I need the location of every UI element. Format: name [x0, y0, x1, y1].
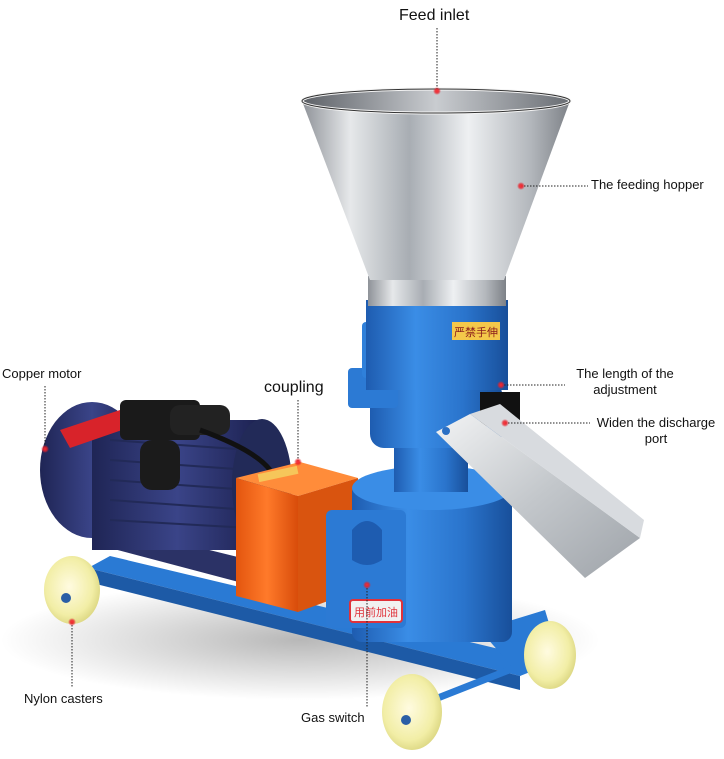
label-feeding-hopper: The feeding hopper — [591, 177, 704, 192]
label-length-adjustment-line2: adjustment — [593, 382, 657, 398]
oil-warning-decal — [349, 599, 403, 623]
label-length-adjustment: The length of the adjustment — [570, 366, 680, 399]
nylon-casters — [44, 556, 576, 750]
label-discharge-port-line1: Widen the discharge — [596, 415, 716, 430]
label-length-adjustment-line1: The length of the — [576, 366, 674, 381]
pellet-mill-body: 用前加油 严禁手伸 — [326, 300, 520, 642]
label-nylon-casters: Nylon casters — [24, 691, 103, 706]
svg-text:严禁手伸: 严禁手伸 — [454, 325, 498, 339]
label-coupling: coupling — [264, 379, 324, 396]
callout-lines — [44, 28, 590, 708]
label-feed-inlet: Feed inlet — [399, 7, 470, 24]
svg-text:用前加油: 用前加油 — [354, 605, 398, 619]
hopper-warning-decal — [452, 322, 500, 340]
callout-dots — [41, 87, 525, 626]
label-gas-switch: Gas switch — [301, 710, 365, 725]
discharge-chute — [436, 404, 644, 578]
label-discharge-port-line2: port — [644, 431, 668, 447]
label-discharge-port: Widen the discharge port — [590, 415, 722, 448]
label-copper-motor: Copper motor — [2, 366, 82, 381]
feeding-hopper — [300, 87, 572, 306]
